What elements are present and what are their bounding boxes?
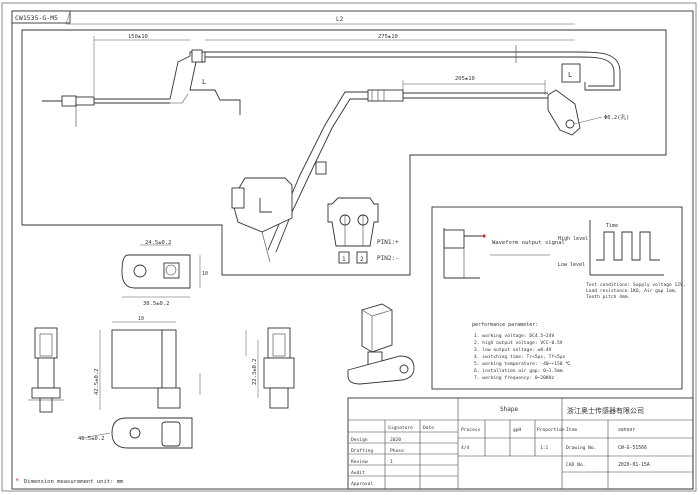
right-value: 2020-01-15A: [618, 462, 650, 468]
plate-side-label: 10: [202, 271, 208, 277]
dim-seg-a: 150±10: [93, 34, 190, 96]
sensor-isometric-view: [347, 303, 415, 385]
param-item: 7. working frequency: 0~20KHz: [474, 375, 554, 381]
param-item: 5. working temperature: -40~+150 ℃: [474, 361, 571, 367]
col-head-signature: Signature: [388, 425, 413, 431]
param-item: 4. switching time: Tr<5μs, Tf<5μs: [474, 354, 566, 360]
right-value: sensor: [618, 428, 635, 433]
len-mark-2: L: [568, 71, 572, 79]
mark-cell: Process: [461, 427, 481, 433]
sensor-bottom-view: 46.5±0.2: [78, 417, 193, 449]
title-block: Shape 浙江奥士传感器有限公司 Signature Date Design …: [347, 397, 694, 490]
row-label: Audit: [351, 470, 365, 476]
high-level-label: High level: [558, 236, 588, 242]
signal-note-2: Load resistance 1KΩ, Air gap 1mm,: [586, 288, 677, 294]
mark2-cell: 4/4: [461, 445, 470, 451]
footer-note-text: Dimension measurement unit: mm: [24, 479, 124, 485]
sensor-side-view: 42.5±0.2 10: [94, 316, 201, 410]
plate-length-label: 30.5±0.2: [143, 301, 170, 307]
pin2-label: PIN2:-: [377, 255, 399, 262]
right-label: Drawing No.: [566, 445, 596, 451]
performance-parameters: performance parameter: 1. working voltag…: [472, 322, 571, 381]
date-cell: 2020: [390, 437, 401, 443]
drawing-number: CW1535-G-M5: [15, 14, 58, 22]
row-label: Drafting: [351, 448, 373, 454]
date-cell: Phase: [390, 448, 404, 454]
asterisk-icon: *: [15, 477, 19, 485]
body-width-label: 10: [138, 316, 144, 322]
param-item: 2. high output voltage: VCC-0.5V: [474, 340, 563, 346]
waveform-label: Waveform output signal: [492, 240, 565, 246]
sensor-right-view: 22.3±0.2: [245, 327, 295, 409]
param-item: 3. low output voltage: ≤0.4V: [474, 347, 552, 353]
test-condition-notes: Test conditions: Supply voltage 12V, Loa…: [586, 282, 686, 300]
dim-seg-b: 275±10: [205, 34, 575, 41]
sensor-head-right: L Φ6.2(孔): [547, 51, 629, 136]
row-label: Design: [351, 437, 368, 443]
branch-cable: [267, 89, 548, 253]
pin1-label: PIN1:+: [377, 239, 399, 246]
right-value: CW-G-51566: [618, 445, 647, 451]
param-item: 6. installation air gap: 0~1.5mm: [474, 368, 563, 374]
total-length-label: L2: [336, 16, 344, 23]
dim-seg-a-label: 150±10: [128, 34, 148, 40]
params-title: performance parameter:: [472, 322, 538, 328]
company-name: 浙江奥士传感器有限公司: [567, 406, 644, 415]
signal-note-3: Tooth pitch 4mm.: [586, 294, 630, 300]
left-bracket: L: [169, 49, 241, 115]
left-connector: [42, 95, 170, 127]
bottom-dim-label: 46.5±0.2: [78, 436, 105, 442]
dim-seg-c: 205±10: [402, 76, 546, 95]
signal-note-1: Test conditions: Supply voltage 12V,: [586, 282, 686, 288]
shape-label: Shape: [500, 406, 518, 413]
date-cell: 1: [390, 459, 393, 465]
connector-face: 1 2 PIN1:+ PIN2:-: [327, 197, 399, 264]
drawing-number-tab: CW1535-G-M5: [11, 10, 71, 24]
main-cable: [205, 45, 575, 63]
hole-note: Φ6.2(孔): [604, 113, 629, 121]
mounting-plate-top-view: 24.5±0.2 30.5±0.2 10: [121, 240, 208, 307]
wire-layout-panel: [21, 29, 667, 276]
low-level-label: Low level: [558, 262, 585, 268]
len-mark-1: L: [202, 78, 206, 86]
mark-cell: gpH: [513, 427, 522, 433]
square-wave-chart: High level Low level Time: [558, 220, 664, 276]
right-label: CAD No.: [566, 462, 585, 468]
sensor-front-view: [28, 327, 64, 413]
footer-note: * Dimension measurement unit: mm: [15, 477, 124, 485]
time-label: Time: [606, 223, 618, 229]
mark2-cell: 1:1: [540, 445, 549, 451]
plate-width-label: 24.5±0.2: [145, 240, 172, 246]
pin-number-2: 2: [360, 256, 364, 263]
inner-frame: [11, 10, 694, 490]
signal-circuit: Waveform output signal: [443, 228, 565, 279]
dim-seg-b-label: 275±10: [378, 34, 398, 40]
dim-seg-c-label: 205±10: [455, 76, 475, 82]
body-height-label: 42.5±0.2: [94, 369, 100, 396]
row-label: Approval: [351, 481, 373, 487]
branch-connector: [231, 177, 293, 263]
total-length-dimension: L2: [65, 11, 575, 25]
signal-panel: [431, 206, 683, 390]
body-height-2-label: 22.3±0.2: [252, 359, 258, 386]
pin-number-1: 1: [342, 256, 346, 263]
col-head-date: Date: [423, 425, 434, 431]
mark-cell: Proportion: [537, 427, 565, 433]
row-label: Review: [351, 459, 368, 465]
right-label: Item: [566, 427, 577, 433]
param-item: 1. working voltage: DC4.5~24V: [474, 333, 554, 339]
